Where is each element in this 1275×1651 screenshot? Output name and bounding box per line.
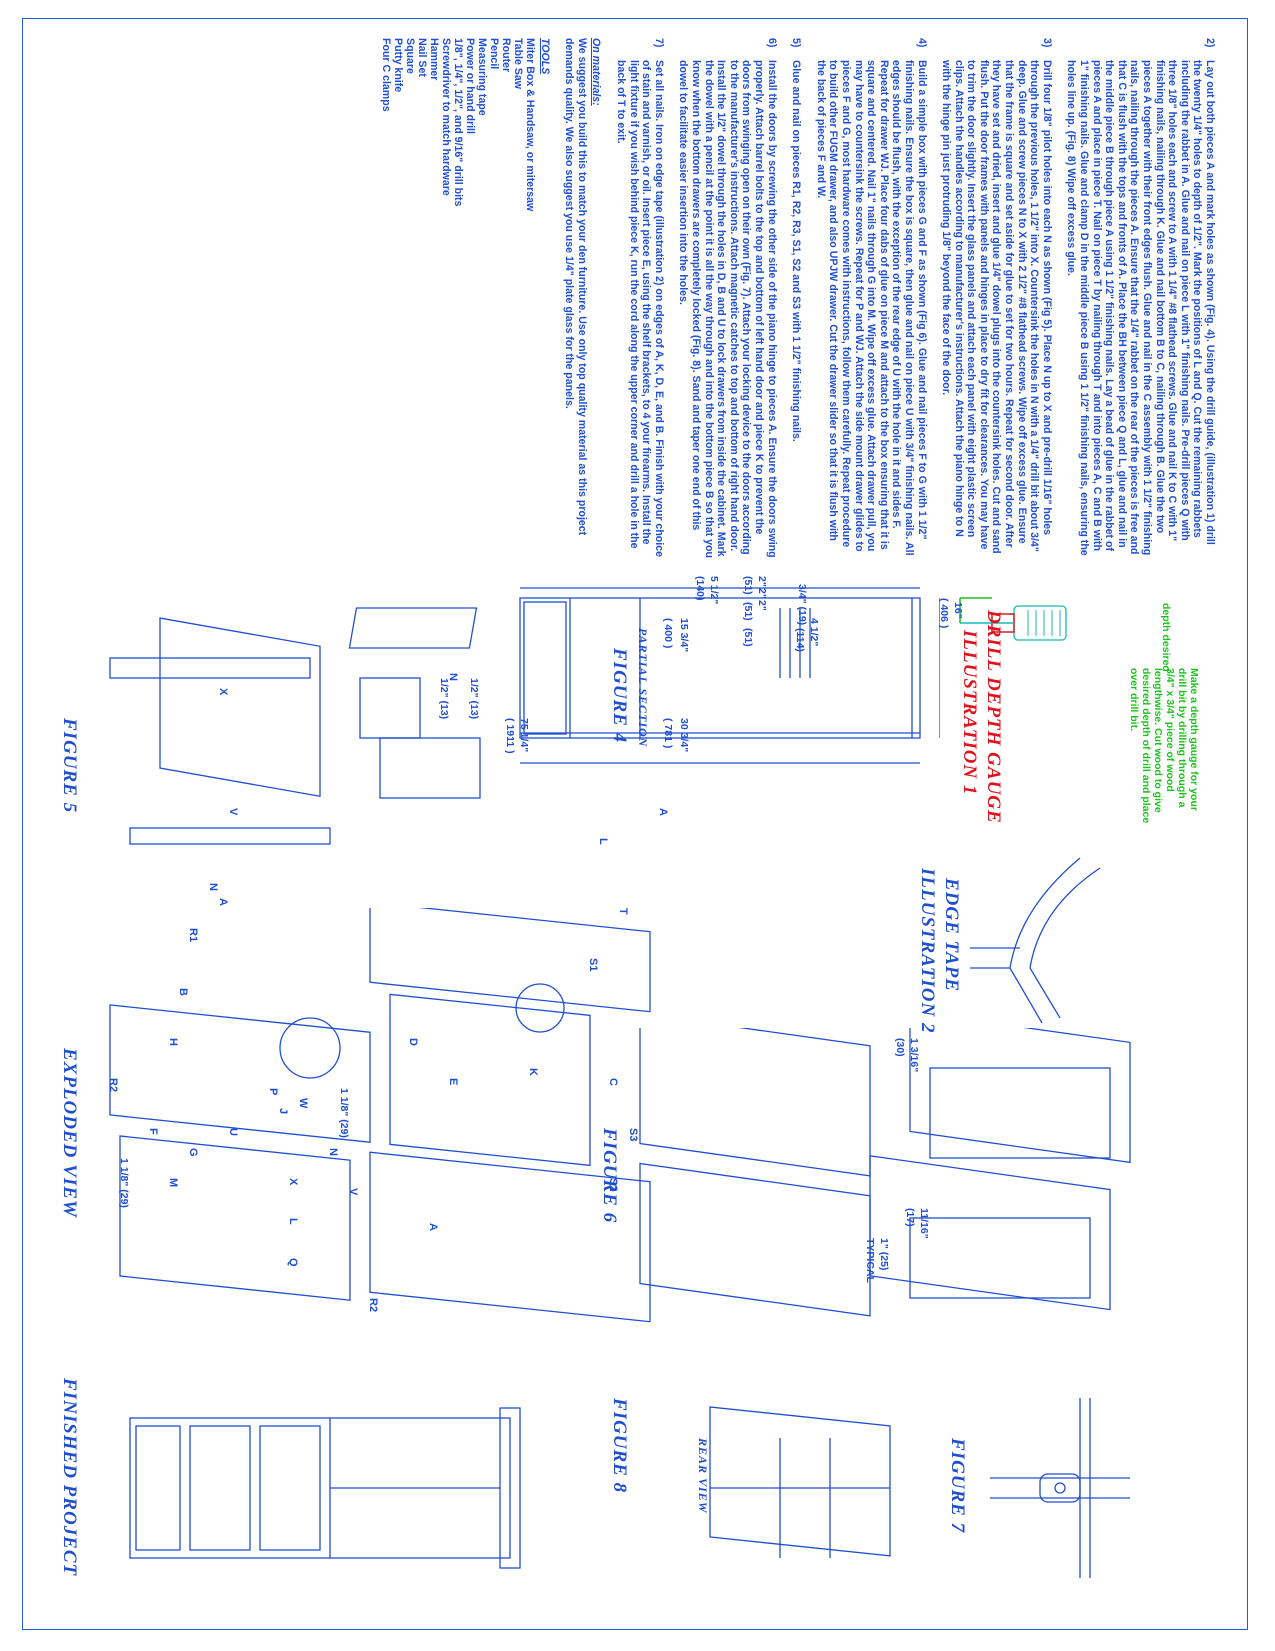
finished-project-drawing [129, 1407, 521, 1569]
fig5-label-x: X [217, 688, 229, 696]
part-label-a: A [217, 898, 229, 906]
part-label-u: U [227, 1128, 239, 1136]
part-label-d: D [407, 1038, 419, 1046]
fig5-label-n2: N [207, 883, 219, 891]
figure-8-drawing [709, 1406, 891, 1558]
part-label-t: T [617, 908, 629, 915]
part-label-r1: R1 [187, 928, 199, 942]
page-border [22, 18, 1248, 1630]
part-label-s1: S1 [587, 958, 599, 971]
part-label-f: F [147, 1128, 159, 1135]
fig5-label-n: N [447, 673, 459, 681]
part-label-v: V [347, 1188, 359, 1196]
figure-7-drawing [990, 1398, 1130, 1578]
fig-a-label: A [657, 808, 669, 816]
rotated-sheet-content: 2)Lay out both pieces A and mark holes a… [40, 28, 1230, 1618]
part-label-s2: S2 [607, 1178, 619, 1191]
part-label-a2: A [427, 1223, 439, 1231]
part-label-p: P [267, 1088, 279, 1095]
part-label-s3: S3 [627, 1128, 639, 1141]
figure-5-drawing [109, 607, 481, 845]
figure-6-drawing [639, 1028, 1131, 1317]
part-labels-layer: T A A B C D E H U G F M J P W V X N L Q … [107, 673, 669, 1312]
part-label-w: W [297, 1098, 309, 1109]
part-label-e: E [447, 1078, 459, 1085]
edge-tape-drawing [970, 857, 1101, 1024]
part-label-b: B [177, 988, 189, 996]
part-label-k: K [527, 1068, 539, 1076]
drill-icon [959, 597, 1067, 641]
part-label-q: Q [287, 1258, 299, 1267]
part-label-l: L [287, 1218, 299, 1225]
part-label-n: N [327, 1148, 339, 1156]
part-label-j: J [277, 1108, 289, 1114]
figure-4-drawing [519, 587, 940, 764]
part-label-r2b: R2 [367, 1298, 379, 1312]
fig5-label-v: V [227, 808, 239, 816]
part-label-r2: R2 [107, 1078, 119, 1092]
exploded-view-drawing [109, 908, 651, 1323]
part-label-x: X [287, 1178, 299, 1186]
part-label-h: H [167, 1038, 179, 1046]
part-label-m: M [167, 1178, 179, 1187]
part-label-c: C [607, 1078, 619, 1086]
part-label-g: G [187, 1148, 199, 1157]
fig-l-label: L [597, 838, 609, 845]
